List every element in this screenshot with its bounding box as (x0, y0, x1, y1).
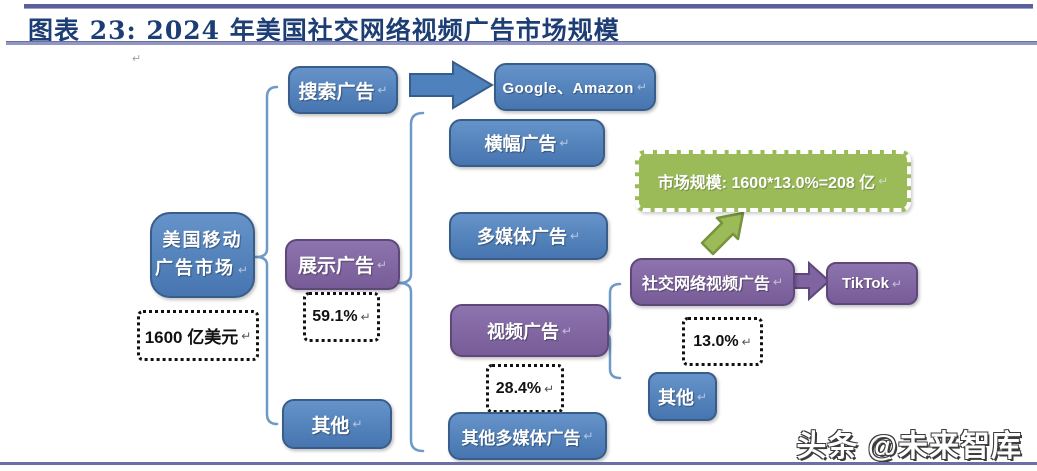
node-label: 视频广告 (486, 321, 559, 342)
node-banner-ads: 横幅广告↵ (449, 119, 605, 167)
value-video-share: 28.4%↵ (486, 364, 564, 413)
return-mark: ↵ (561, 323, 573, 338)
return-mark: ↵ (636, 80, 648, 94)
node-other-rich-media-ads: 其他多媒体广告↵ (448, 412, 607, 460)
return-mark: ↵ (559, 136, 570, 150)
value-label: 1600 亿美元 (144, 328, 239, 347)
node-rich-media-ads: 多媒体广告↵ (449, 212, 608, 260)
value-display-share: 59.1%↵ (303, 292, 380, 342)
return-mark: ↵ (377, 83, 388, 97)
value-social-video-share: 13.0%↵ (682, 317, 763, 366)
stray-return-mark: ↵ (132, 53, 142, 65)
return-mark: ↵ (241, 328, 252, 343)
brace-level2 (398, 111, 425, 453)
return-mark: ↵ (237, 263, 251, 277)
return-mark: ↵ (772, 275, 784, 289)
node-label: 搜索广告 (298, 81, 375, 103)
node-us-mobile-ad-market: 美国移动广告市场↵ (150, 212, 255, 298)
value-total-market: 1600 亿美元↵ (137, 310, 259, 361)
figure-title: 图表 23: 2024 年美国社交网络视频广告市场规模 (28, 16, 620, 45)
return-mark: ↵ (741, 334, 752, 349)
node-label: TikTok (841, 275, 889, 292)
value-label: 59.1% (312, 308, 358, 325)
node-display-ads: 展示广告↵ (285, 239, 400, 290)
value-label: 13.0% (693, 332, 739, 350)
header-top-rule (24, 4, 1033, 9)
return-mark: ↵ (696, 389, 708, 404)
footer-rule (0, 462, 1037, 465)
arrow-right-purple-icon (793, 260, 831, 302)
node-other-level3: 其他↵ (648, 372, 717, 421)
node-label: 其他 (657, 387, 694, 408)
node-tiktok: TikTok↵ (826, 262, 918, 305)
arrow-up-right-green-icon (700, 211, 745, 256)
title-underline (6, 41, 1037, 45)
callout-label: 市场规模: 1600*13.0%=208 亿 (657, 175, 876, 192)
node-video-ads: 视频广告↵ (450, 304, 609, 357)
brace-level1 (255, 85, 279, 426)
node-google-amazon: Google、Amazon↵ (494, 63, 656, 111)
node-label: 其他多媒体广告 (461, 428, 581, 448)
return-mark: ↵ (376, 257, 388, 272)
return-mark: ↵ (544, 381, 555, 396)
callout-market-size: 市场规模: 1600*13.0%=208 亿↵ (635, 150, 911, 212)
return-mark: ↵ (878, 174, 889, 188)
return-mark: ↵ (569, 229, 581, 243)
node-label: Google、Amazon (502, 79, 634, 97)
watermark-toutiao: 头条 @未来智库 (796, 430, 1022, 463)
return-mark: ↵ (360, 310, 371, 324)
node-label: 社交网络视频广告 (641, 276, 770, 293)
arrow-right-blue-icon (409, 60, 494, 110)
value-label: 28.4% (495, 379, 542, 397)
node-label: 美国移动广告市场 (154, 230, 243, 278)
node-label: 多媒体广告 (476, 227, 567, 247)
node-label: 其他 (311, 415, 350, 437)
return-mark: ↵ (583, 429, 594, 443)
node-other-level1: 其他↵ (282, 399, 392, 449)
return-mark: ↵ (891, 276, 903, 291)
node-label: 横幅广告 (484, 134, 557, 154)
node-social-video-ads: 社交网络视频广告↵ (630, 258, 795, 306)
node-search-ads: 搜索广告↵ (288, 66, 398, 114)
node-label: 展示广告 (297, 256, 374, 277)
return-mark: ↵ (352, 417, 363, 431)
